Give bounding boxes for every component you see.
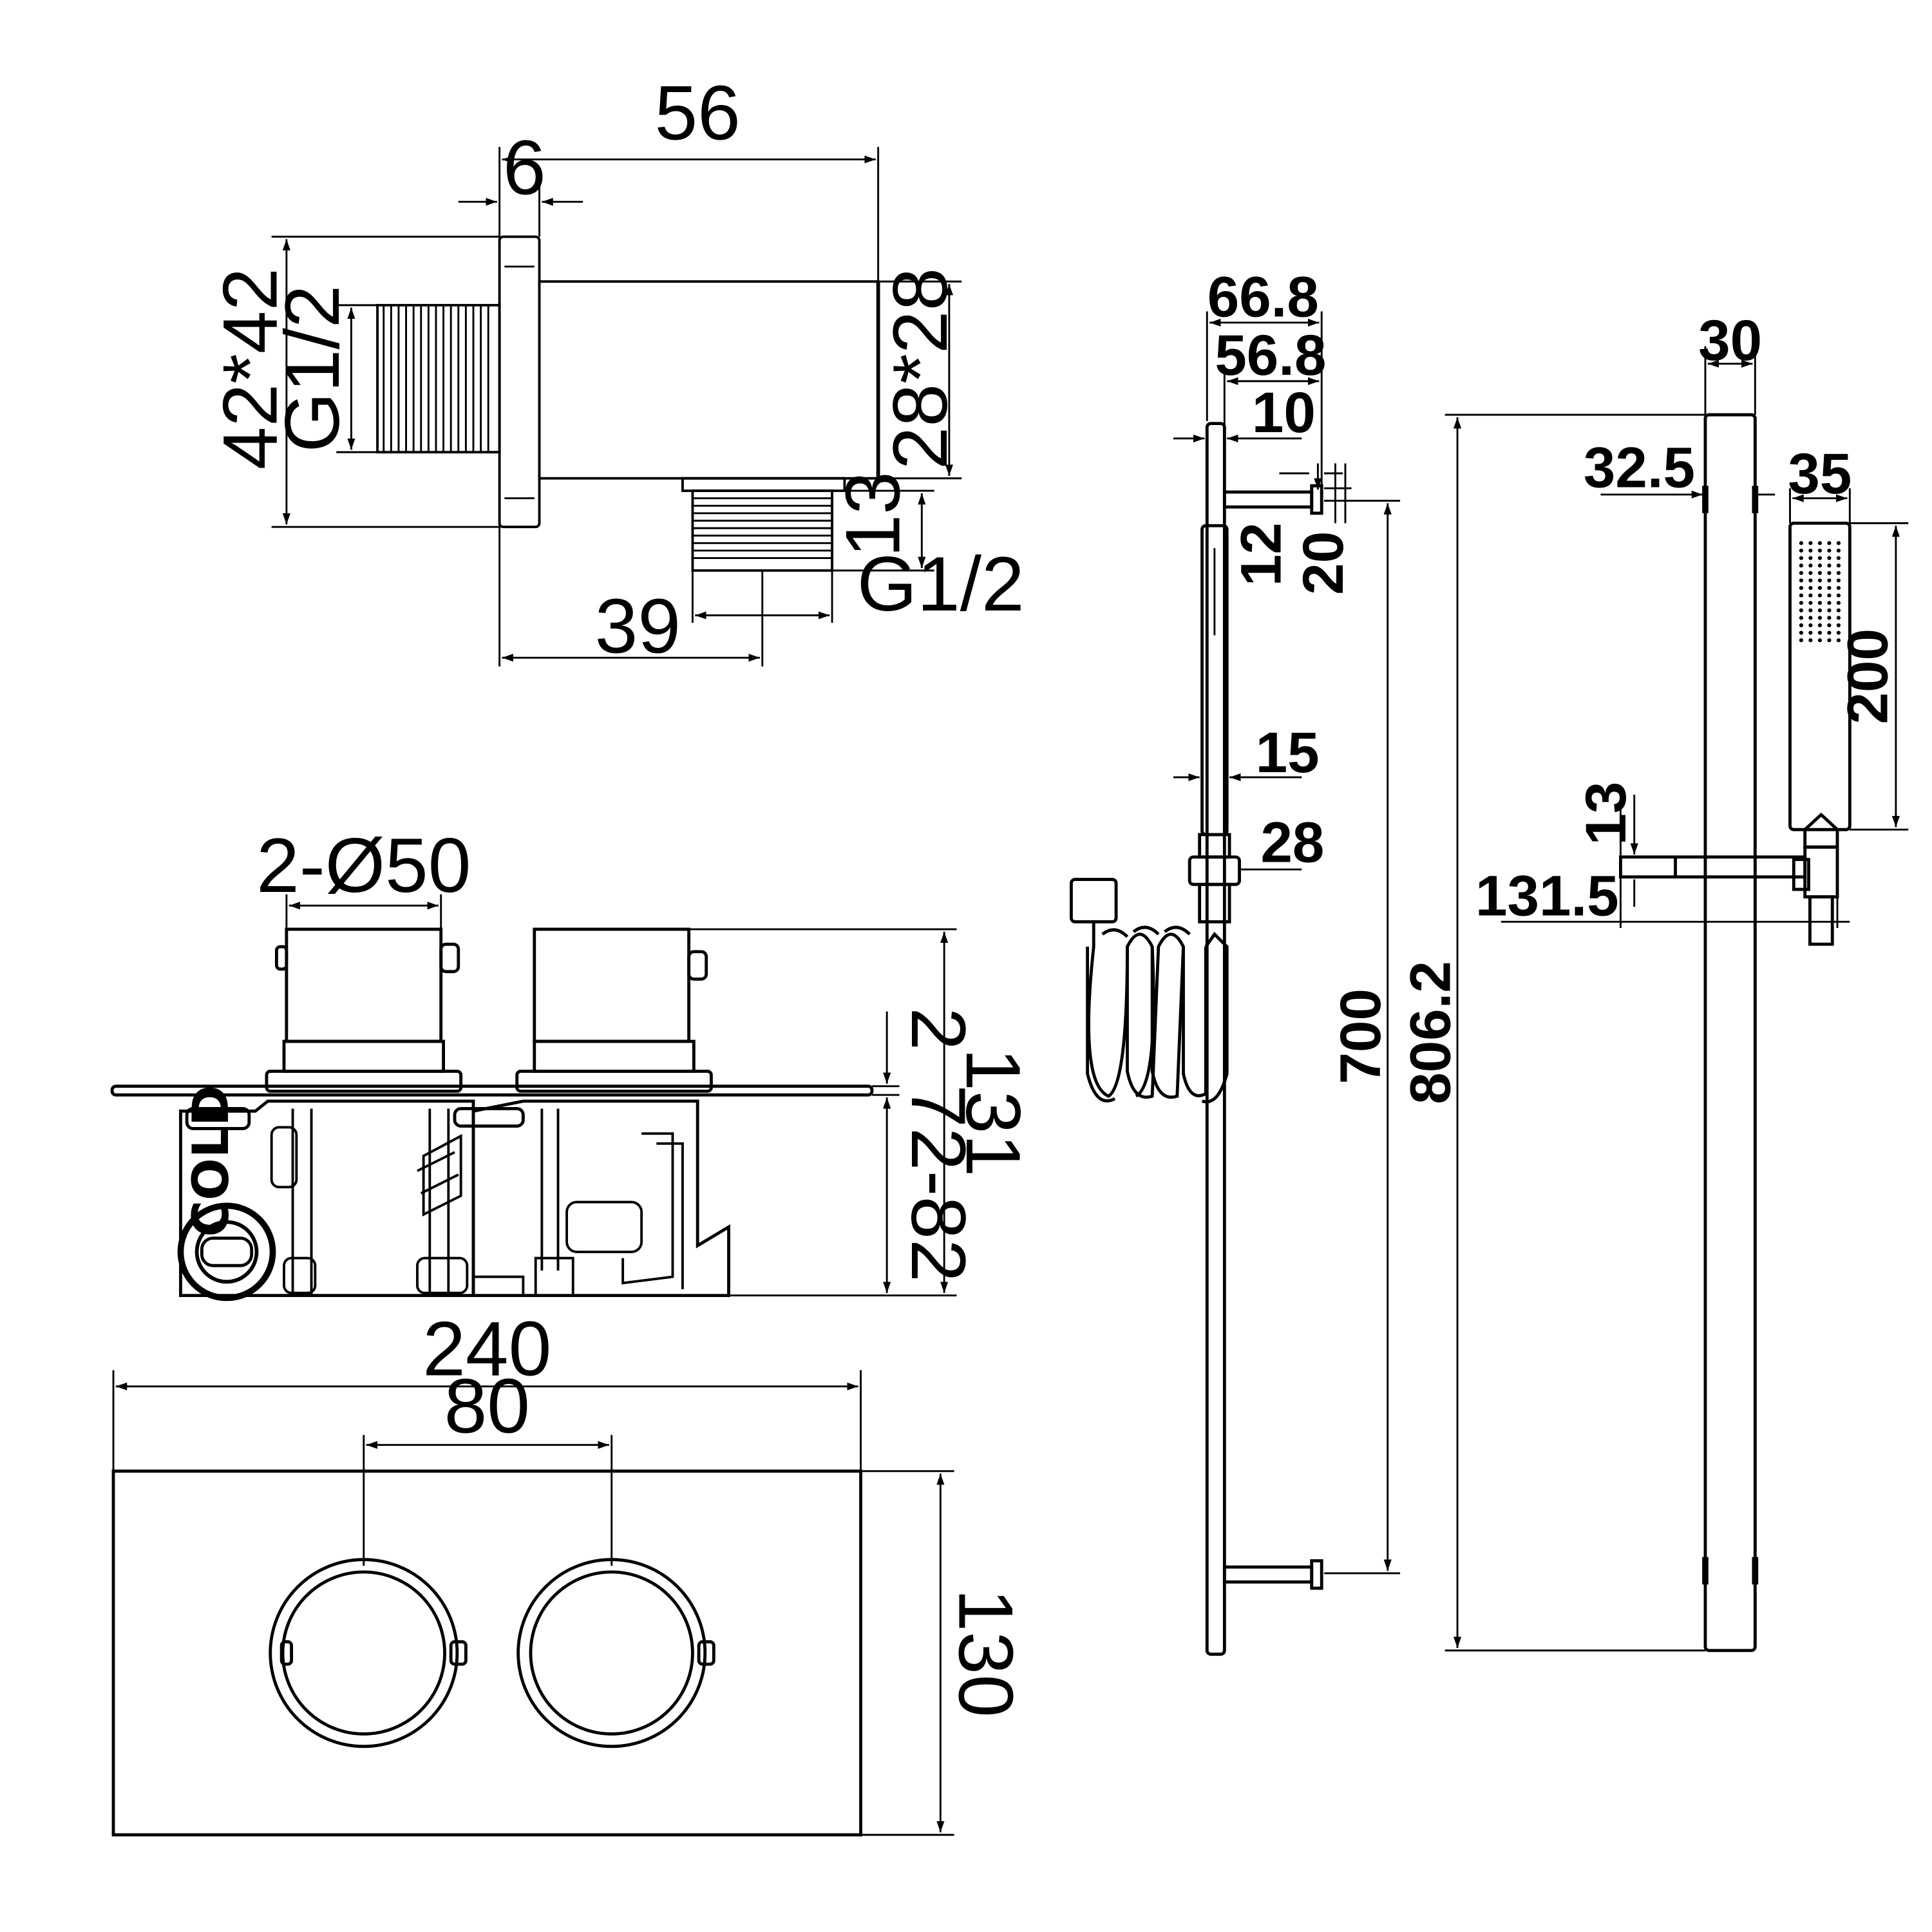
rail-front-view: [1444, 346, 1909, 1653]
handset-front: [1788, 521, 1852, 831]
connector-label: 28: [1260, 810, 1324, 874]
elbow-body: [538, 280, 880, 480]
elbow-inlet-thread-label: G1/2: [269, 285, 355, 453]
plate-height-label: 130: [942, 1589, 1028, 1718]
elbow-outlet-thread: [681, 477, 846, 572]
valve-handle-right: [533, 927, 691, 1043]
plate-centers-label: 80: [444, 1363, 530, 1449]
elbow-flange-size-label: 42*42: [207, 268, 293, 469]
valve-side-view: [110, 894, 957, 1302]
rail-side-labels: 66.8 56.8 10 12 20 15 28 700: [1208, 264, 1392, 1084]
bracket-bottom-side: [1222, 1565, 1314, 1584]
handset-length-label: 200: [1835, 629, 1899, 724]
valve-cold-label: COLD: [182, 1085, 240, 1237]
shower-hose: [1070, 878, 1229, 1104]
elbow-length-label: 56: [654, 70, 740, 156]
valve-wall-plate: [110, 1084, 874, 1097]
rail-width-label: 30: [1698, 308, 1762, 372]
elbow-outlet-thread-label: G1/2: [857, 541, 1025, 627]
elbow-outlet-length-label: 13: [830, 471, 916, 557]
elbow-flange-thickness-label: 6: [503, 125, 546, 211]
wall-disc-label: 12: [1228, 522, 1293, 586]
face-plate: [111, 1469, 862, 1837]
bracket-top-side: [1222, 490, 1314, 509]
handset-diameter-label: 15: [1256, 720, 1320, 784]
knob-right: [516, 1558, 707, 1748]
elbow-flange: [498, 235, 541, 529]
valve-handle-left: [285, 927, 443, 1043]
bracket-width-label: 32.5: [1584, 435, 1695, 499]
valve-depth-label: 131: [950, 1048, 1036, 1177]
elbow-inlet-thread: [376, 303, 501, 454]
valve-labels: 2-Ø50 2 72-82 131 COLD: [182, 822, 1036, 1282]
plate-width-label: 240: [422, 1305, 551, 1392]
bracket-depth-inner-label: 56.8: [1215, 323, 1326, 387]
bracket-centers-label: 700: [1328, 989, 1392, 1084]
rail-bar-side: [1205, 422, 1226, 1656]
bar-diameter-label: 10: [1252, 380, 1316, 444]
rail-front-labels: 30 806.2 32.5 35 200 13 131.5: [1397, 308, 1899, 1104]
valve-inlet: [177, 1202, 276, 1302]
handset-spray-face: [1799, 541, 1841, 643]
valve-handle-diameter-label: 2-Ø50: [256, 822, 471, 909]
rail-bar-front: [1703, 413, 1757, 1653]
slider-thickness-label: 13: [1573, 782, 1638, 846]
bracket-depth-label: 66.8: [1208, 264, 1319, 328]
valve-plate-thickness-label: 2: [895, 1007, 981, 1050]
slider-reach-label: 131.5: [1475, 864, 1619, 928]
plate-labels: 240 80 130: [422, 1305, 1028, 1717]
slider-arm: [1619, 855, 1807, 879]
elbow-body-size-label: 28*28: [877, 268, 963, 469]
elbow-labels: 56 6 42*42 G1/2 28*28 13 G1/2 39: [207, 70, 1024, 670]
overall-height-label: 806.2: [1397, 961, 1462, 1104]
valve-depth-range-label: 72-82: [895, 1084, 981, 1282]
elbow-outlet-offset-label: 39: [595, 583, 681, 670]
disc-offset-label: 20: [1291, 531, 1355, 595]
knob-left: [269, 1558, 459, 1748]
wall-elbow-view: [271, 147, 962, 667]
slider-connector: [1188, 855, 1241, 886]
valve-front-view: [111, 1370, 954, 1837]
rail-side-view: [1070, 311, 1401, 1656]
handset-width-label: 35: [1788, 441, 1852, 506]
